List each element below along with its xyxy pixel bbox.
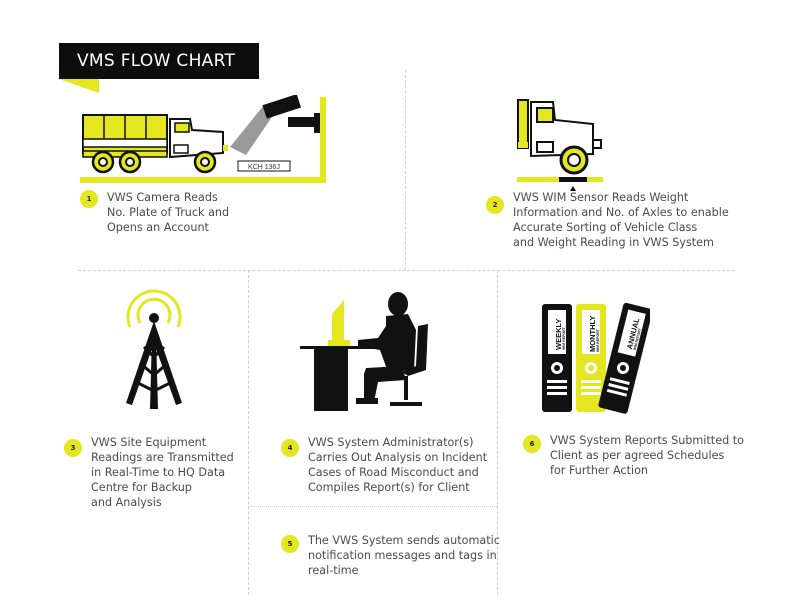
step-5: 5 The VWS System sends automatic notific… [281, 533, 500, 578]
binder-label: MONTHLY [588, 316, 597, 352]
divider-horizontal-middle [78, 270, 735, 271]
binder-sublabel: WIM REPORT [562, 326, 566, 350]
binder-label: WEEKLY [554, 319, 563, 350]
step-number-badge: 1 [80, 190, 98, 208]
report-binders-icon: WEEKLY WIM REPORT MONTHLY WIM REPORT ANN… [542, 302, 650, 414]
step-1: 1 VWS Camera Reads No. Plate of Truck an… [80, 190, 229, 235]
step-description: VWS Camera Reads No. Plate of Truck and … [107, 191, 230, 234]
step-number-badge: 2 [486, 196, 504, 214]
step-3: 3 VWS Site Equipment Readings are Transm… [64, 435, 234, 510]
divider-vertical-left [248, 270, 249, 595]
radio-tower-icon [126, 289, 182, 409]
page-title: VMS FLOW CHART [59, 43, 259, 79]
divider-horizontal-step5 [248, 506, 497, 507]
step-2: 2 VWS WIM Sensor Reads Weight Informatio… [486, 190, 729, 250]
step-number-badge: 6 [523, 435, 541, 453]
truck-wim-sensor-icon [517, 99, 603, 191]
truck-camera-icon: KCH 136J [80, 95, 326, 183]
administrator-desk-icon [300, 292, 428, 411]
binder-monthly: MONTHLY WIM REPORT [576, 304, 606, 412]
step-6: 6 VWS System Reports Submitted to Client… [523, 433, 744, 478]
binder-sublabel: WIM REPORT [596, 328, 600, 352]
divider-vertical-top [405, 70, 406, 270]
title-accent-tab [59, 79, 99, 93]
divider-vertical-right [497, 270, 498, 595]
binder-annual: ANNUAL WIM REPORT [598, 302, 650, 414]
step-description: VWS System Reports Submitted to Client a… [550, 434, 744, 477]
license-plate-text: KCH 136J [248, 164, 280, 171]
step-description: VWS System Administrator(s) Carries Out … [308, 436, 488, 494]
binder-sublabel: WIM REPORT [633, 327, 643, 351]
step-4: 4 VWS System Administrator(s) Carries Ou… [281, 435, 487, 495]
step-description: VWS WIM Sensor Reads Weight Information … [513, 191, 729, 249]
step-description: VWS Site Equipment Readings are Transmit… [91, 436, 234, 509]
step-number-badge: 4 [281, 439, 299, 457]
binder-weekly: WEEKLY WIM REPORT [542, 304, 572, 412]
step-number-badge: 5 [281, 535, 299, 553]
step-number-badge: 3 [64, 439, 82, 457]
step-description: The VWS System sends automatic notificat… [308, 534, 500, 577]
